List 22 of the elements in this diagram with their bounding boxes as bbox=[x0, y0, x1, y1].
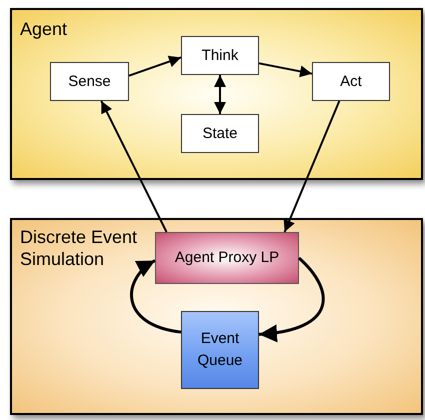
panel-heading: Discrete Event Simulation bbox=[20, 226, 138, 270]
node-label: Event Queue bbox=[196, 329, 244, 371]
node-label: State bbox=[201, 124, 239, 144]
process-box bbox=[50, 62, 129, 101]
node-label: Agent Proxy LP bbox=[174, 248, 280, 268]
arrow bbox=[130, 259, 182, 334]
process-box bbox=[155, 232, 299, 284]
panel-heading: Agent bbox=[20, 18, 68, 41]
arrow bbox=[214, 75, 226, 114]
arrow bbox=[258, 256, 325, 342]
process-box bbox=[312, 62, 390, 101]
arrow bbox=[284, 100, 340, 232]
arrow bbox=[258, 62, 312, 78]
process-box bbox=[181, 311, 259, 389]
node-label: Act bbox=[339, 72, 363, 92]
process-box bbox=[181, 114, 259, 153]
node-label: Think bbox=[200, 46, 240, 66]
agent-panel bbox=[10, 8, 423, 180]
process-box bbox=[181, 36, 259, 75]
arrow bbox=[128, 56, 182, 77]
simulation-panel bbox=[10, 218, 423, 415]
node-label: Sense bbox=[67, 72, 112, 92]
